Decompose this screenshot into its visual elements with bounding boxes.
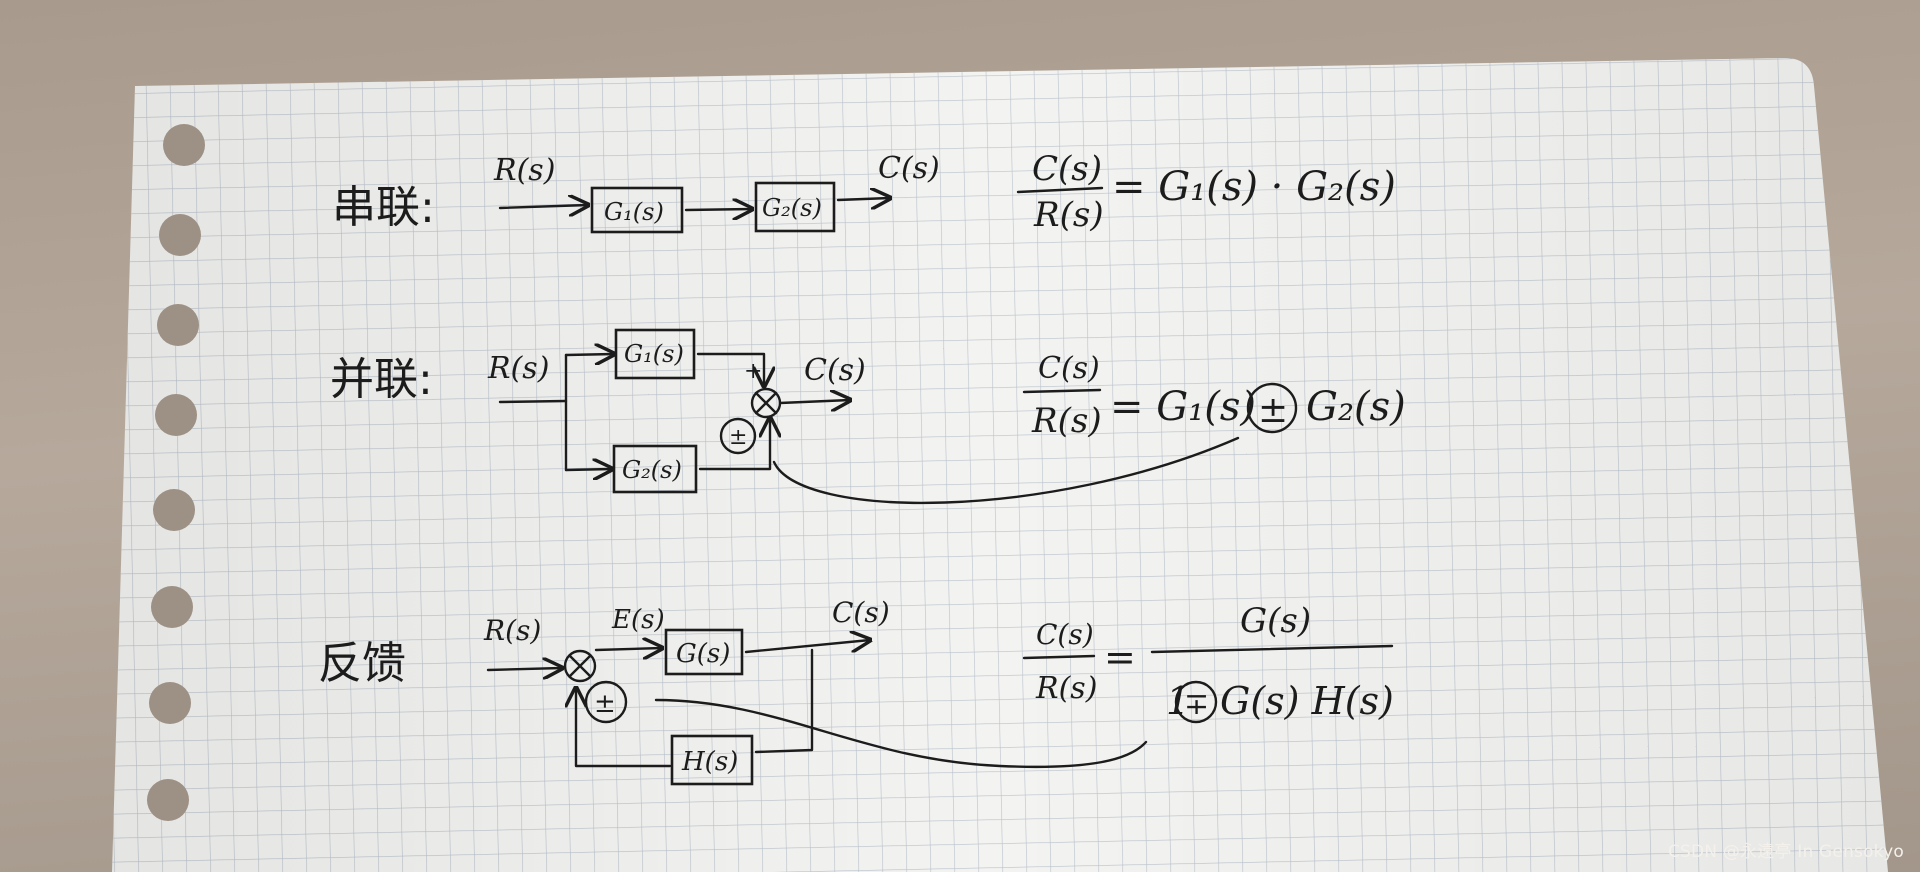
parallel-block-g1-label: G₁(s) (624, 340, 684, 368)
parallel-heading: 并联: (330, 354, 433, 405)
feedback-formula-numerator: C(s) (1036, 618, 1094, 651)
series-heading: 串联: (332, 182, 435, 233)
feedback-summing-junction (563, 649, 597, 683)
binder-hole (159, 214, 201, 256)
feedback-formula-left-bar (1022, 654, 1096, 660)
feedback-connection-section: 反馈 R(s) E(s) G(s) C(s) H(s) ± C(s) R(s) … (318, 596, 1394, 786)
parallel-formula-rhs-a: = G₁(s) (1110, 384, 1256, 430)
series-block-g1-label: G₁(s) (604, 198, 664, 226)
parallel-block-g1 (614, 328, 696, 380)
series-input-arrow (498, 205, 588, 208)
parallel-connection-section: 并联: R(s) G₁(s) G₂(s) + ± C(s) C(s) R(s) … (330, 328, 1406, 504)
feedback-formula-mp-circle (1174, 680, 1218, 724)
parallel-formula-numerator: C(s) (1038, 351, 1100, 386)
series-connection-section: 串联: R(s) G₁(s) G₂(s) C(s) C(s) R(s) = G₁… (332, 149, 1396, 235)
series-formula-numerator: C(s) (1032, 149, 1102, 189)
binder-hole (157, 304, 199, 346)
feedback-formula-one: 1 (1166, 679, 1190, 723)
feedback-annotation-curve (654, 698, 1148, 769)
parallel-bottom-to-sum (698, 418, 770, 471)
feedback-takeoff-line (754, 648, 814, 754)
parallel-formula-bar (1022, 388, 1102, 394)
series-formula-rhs: = G₁(s) · G₂(s) (1112, 164, 1396, 210)
feedback-block-h-label: H(s) (681, 747, 738, 777)
binder-hole (149, 682, 191, 724)
parallel-plus-bottom: ± (729, 425, 747, 450)
notebook-paper (112, 58, 1888, 872)
series-block-g2-label: G₂(s) (762, 194, 822, 222)
binder-hole (151, 586, 193, 628)
binder-hole (147, 779, 189, 821)
feedback-block-g-label: G(s) (676, 639, 730, 669)
series-formula-bar (1016, 186, 1104, 194)
series-output-label: C(s) (878, 151, 940, 186)
parallel-output-arrow (778, 400, 850, 403)
series-middle-arrow (684, 209, 752, 210)
feedback-heading: 反馈 (318, 638, 406, 689)
feedback-forward-arrow (594, 648, 662, 650)
series-input-label: R(s) (493, 153, 555, 188)
binder-hole (163, 124, 205, 166)
parallel-input-line (498, 399, 568, 404)
parallel-annotation-curve (772, 436, 1240, 504)
parallel-block-g2-label: G₂(s) (622, 456, 682, 484)
parallel-plus-top: + (744, 359, 762, 384)
feedback-formula-right-numerator: G(s) (1240, 601, 1311, 641)
feedback-sign: ± (594, 689, 616, 719)
binder-hole (153, 489, 195, 531)
series-output-arrow (836, 198, 890, 200)
parallel-top-to-sum (696, 352, 764, 386)
feedback-output-label: C(s) (832, 596, 890, 629)
feedback-formula-denominator: R(s) (1035, 671, 1097, 706)
binder-hole (155, 394, 197, 436)
binder-holes (147, 124, 205, 821)
parallel-formula-denominator: R(s) (1031, 401, 1102, 441)
feedback-input-label: R(s) (483, 614, 541, 647)
parallel-bottom-branch (564, 469, 612, 470)
feedback-output-arrow (744, 640, 870, 654)
feedback-formula-right-bar (1150, 644, 1394, 654)
feedback-formula-mp: ∓ (1184, 687, 1209, 722)
series-block-g1 (590, 186, 684, 234)
parallel-formula-rhs-b: G₂(s) (1306, 384, 1406, 430)
feedback-return-path (576, 688, 672, 768)
parallel-summing-cross (754, 391, 778, 415)
series-formula-denominator: R(s) (1033, 195, 1104, 235)
feedback-block-g (664, 628, 744, 676)
parallel-sign-circle (719, 417, 757, 455)
feedback-input-arrow (486, 668, 562, 670)
feedback-formula-equals: = (1104, 635, 1136, 679)
feedback-block-h (670, 734, 754, 786)
feedback-summing-cross (568, 654, 592, 678)
parallel-top-branch (564, 354, 614, 355)
series-block-g2 (754, 181, 836, 233)
watermark-text: CSDN @永遠亭 In Gensokyo (1667, 842, 1904, 862)
feedback-sign-circle (584, 680, 628, 724)
parallel-formula-pm-circle (1246, 382, 1298, 434)
parallel-block-g2 (612, 444, 698, 494)
feedback-error-label: E(s) (611, 605, 665, 635)
parallel-input-label: R(s) (487, 351, 549, 386)
parallel-output-label: C(s) (804, 353, 866, 388)
feedback-formula-right-denominator: G(s) H(s) (1220, 679, 1394, 723)
parallel-formula-pm: ± (1258, 390, 1288, 431)
